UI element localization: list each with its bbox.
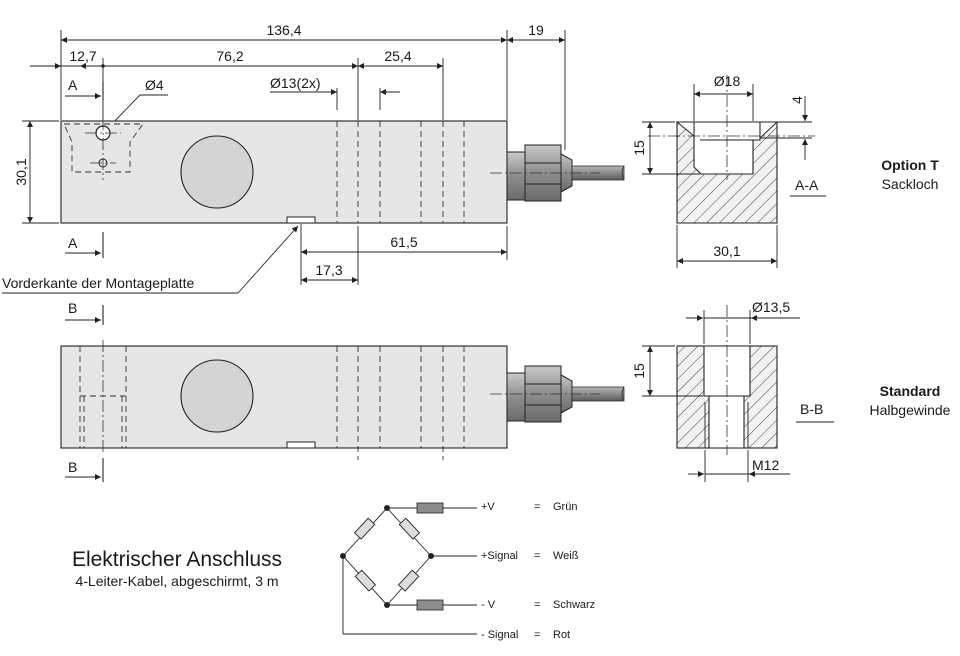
dim-section-a-depth: 4 [789, 96, 805, 104]
dim-section-b-thread: M12 [752, 457, 779, 473]
standard-title: Standard [880, 383, 941, 399]
dim-hole-spacing-a: 76,2 [216, 48, 243, 64]
dim-section-a-height: 15 [631, 140, 647, 156]
wire-signal-2: +Signal [481, 550, 518, 562]
section-a-a: Ø18 4 15 30,1 A-A [631, 73, 826, 268]
section-label-aa: A-A [795, 177, 819, 193]
dim-section-b-height: 15 [631, 363, 647, 379]
option-t-subtitle: Sackloch [882, 176, 939, 192]
section-b-b: Ø13,5 15 M12 B-B [631, 299, 834, 482]
bottom-view: B B [60, 300, 625, 482]
wire-eq-4: = [534, 629, 540, 641]
section-mark-a-bottom: A [68, 235, 78, 251]
dim-total-length: 136,4 [266, 22, 301, 38]
dim-plate-length: 61,5 [390, 234, 417, 250]
mounting-plate-edge-label: Vorderkante der Montageplatte [2, 275, 194, 291]
top-view: 136,4 19 12,7 76,2 25,4 Ø13(2x) Ø4 A [2, 22, 625, 294]
wire-color-3: Schwarz [553, 599, 595, 611]
wire-signal-4: - Signal [481, 629, 518, 641]
option-t-title: Option T [881, 157, 939, 173]
section-label-bb: B-B [800, 401, 823, 417]
electrical-subtitle: 4-Leiter-Kabel, abgeschirmt, 3 m [75, 573, 278, 589]
standard-subtitle: Halbgewinde [870, 402, 951, 418]
wire-legend: +V = Grün +Signal = Weiß - V = Schwarz -… [481, 501, 595, 641]
wire-eq-2: = [534, 550, 540, 562]
dim-section-a-width: 30,1 [713, 243, 740, 259]
wire-signal-3: - V [481, 599, 496, 611]
wire-color-1: Grün [553, 501, 577, 513]
wire-color-4: Rot [553, 629, 570, 641]
wire-signal-1: +V [481, 501, 495, 513]
section-mark-a-top: A [68, 77, 78, 93]
load-cell-body-bottom [60, 345, 508, 449]
wheatstone-bridge [340, 502, 477, 635]
load-cell-body-top [60, 120, 508, 224]
cable-gland-top [506, 144, 625, 202]
dim-hole-diameter-2x: Ø13(2x) [270, 75, 321, 91]
section-mark-b-top: B [68, 300, 77, 316]
wire-eq-3: = [534, 599, 540, 611]
dim-section-b-diameter: Ø13,5 [752, 299, 790, 315]
wire-color-2: Weiß [553, 550, 579, 562]
section-mark-b-bottom: B [68, 459, 77, 475]
wire-eq-1: = [534, 501, 540, 513]
dim-hole-diameter-small: Ø4 [145, 77, 164, 93]
dim-plate-offset: 17,3 [315, 262, 342, 278]
dim-left-offset: 12,7 [69, 48, 96, 64]
dim-hole-spacing-b: 25,4 [384, 48, 411, 64]
electrical-title: Elektrischer Anschluss [72, 548, 282, 571]
dim-section-a-diameter: Ø18 [714, 73, 741, 89]
dim-height: 30,1 [13, 158, 29, 185]
dim-cable-offset: 19 [528, 22, 544, 38]
